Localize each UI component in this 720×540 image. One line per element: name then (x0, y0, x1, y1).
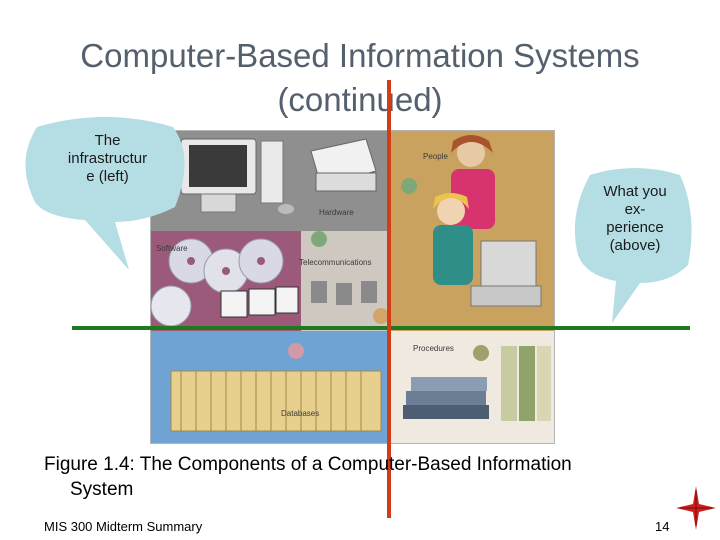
callout-right-text: What you ex- perience (above) (603, 183, 667, 254)
red-star-icon (676, 486, 716, 535)
figure-label-software: Software (156, 244, 188, 253)
caption-line-1: Figure 1.4: The Components of a Computer… (44, 454, 572, 475)
slide-number: 14 (655, 519, 670, 534)
figure-label-hardware: Hardware (319, 208, 354, 217)
figure-label-telecommunications: Telecommunications (299, 258, 371, 267)
mouse-shape (278, 204, 294, 214)
callout-left: The infrastructur e (left) (15, 112, 195, 272)
vertical-divider-line (387, 80, 391, 518)
figure-label-databases: Databases (281, 409, 319, 418)
figure-caption: Figure 1.4: The Components of a Computer… (44, 452, 674, 502)
callout-right: What you ex- perience (above) (570, 165, 700, 325)
caption-line-2: System (70, 479, 134, 500)
person-teal (433, 225, 473, 285)
book-1 (406, 391, 486, 405)
figure-label-procedures: Procedures (413, 344, 454, 353)
footer-course-label: MIS 300 Midterm Summary (44, 519, 203, 534)
people-monitor (480, 240, 537, 287)
horizontal-divider-line (72, 326, 690, 330)
database-folders (170, 370, 382, 432)
cbis-components-figure: People Hardware Software Telecommunicati… (150, 130, 555, 444)
figure-label-people: People (423, 152, 448, 161)
tower-shape (260, 140, 284, 204)
callout-left-text: The infrastructur e (left) (67, 132, 148, 185)
slide-title: Computer-Based Information Systems (cont… (80, 37, 640, 118)
